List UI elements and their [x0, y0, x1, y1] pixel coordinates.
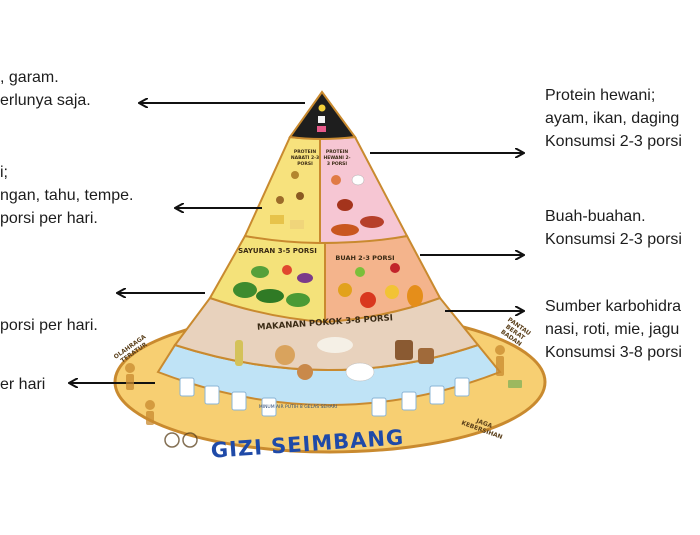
sugar-icon	[318, 116, 325, 123]
right-label-3: Sumber karbohidra nasi, roti, mie, jagu …	[545, 295, 682, 364]
left-label-4: er hari	[0, 373, 45, 396]
right-label-2: Buah-buahan. Konsumsi 2-3 porsi	[545, 205, 682, 251]
staple-food-items	[235, 337, 434, 382]
left-label-1: , garam. erlunya saja.	[0, 66, 91, 112]
protein-plant-items	[270, 171, 304, 229]
left-label-4-line-1: er hari	[0, 376, 46, 393]
tier-label-buah: BUAH 2-3 PORSI	[335, 254, 395, 262]
right-label-1: Protein hewani; ayam, ikan, daging Konsu…	[545, 84, 682, 153]
left-label-2: i; ngan, tahu, tempe. porsi per hari.	[0, 161, 133, 230]
left-label-1-line-1: , garam.	[0, 69, 59, 86]
right-label-3-line-3: Konsumsi 3-8 porsi	[545, 344, 682, 361]
right-label-3-line-2: nasi, roti, mie, jagu	[545, 321, 680, 338]
right-label-1-line-2: ayam, ikan, daging	[545, 110, 680, 127]
right-label-2-line-1: Buah-buahan.	[545, 208, 646, 225]
left-label-2-line-1: i;	[0, 164, 8, 181]
tier-label-protein-nabati: PROTEIN NABATI 2-3 PORSI	[290, 150, 320, 167]
tier-label-air: MINUM AIR PUTIH 8 GELAS SEHARI	[258, 405, 338, 410]
vegetable-items	[233, 265, 313, 307]
left-label-2-line-3: porsi per hari.	[0, 210, 98, 227]
right-label-1-line-3: Konsumsi 2-3 porsi	[545, 133, 682, 150]
right-label-1-line-1: Protein hewani;	[545, 87, 656, 104]
exercise-figures	[125, 363, 198, 448]
fruit-items	[338, 263, 423, 308]
sugar-salt-oil-tier	[288, 90, 357, 140]
tier-label-protein-hewani: PROTEIN HEWANI 2-3 PORSI	[323, 150, 351, 167]
right-label-3-line-1: Sumber karbohidra	[545, 298, 682, 315]
scale-figure	[495, 345, 522, 388]
right-label-2-line-2: Konsumsi 2-3 porsi	[545, 231, 682, 248]
protein-animal-items	[331, 174, 384, 236]
left-label-2-line-2: ngan, tahu, tempe.	[0, 187, 134, 204]
left-label-3: porsi per hari.	[0, 314, 98, 337]
water-glasses	[179, 377, 470, 417]
tier-label-sayuran: SAYURAN 3-5 PORSI	[238, 247, 317, 255]
left-label-1-line-2: erlunya saja.	[0, 92, 91, 109]
left-label-3-line-1: porsi per hari.	[0, 317, 98, 334]
oil-icon	[318, 104, 326, 112]
salt-icon	[317, 126, 326, 132]
